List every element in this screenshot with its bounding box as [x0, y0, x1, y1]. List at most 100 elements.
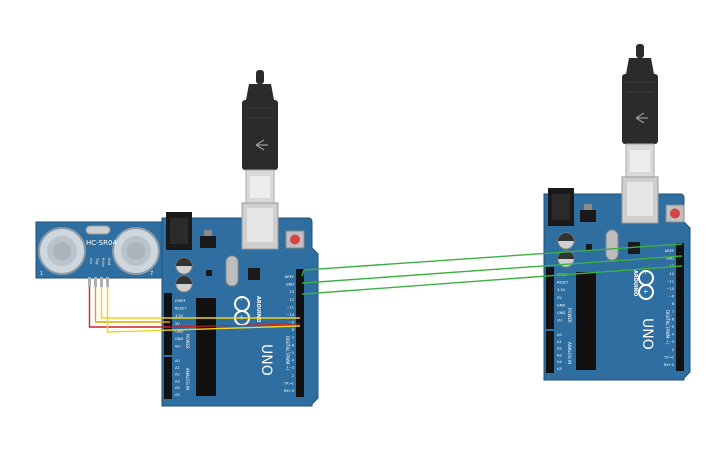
digital-pin-label: RX←0 — [284, 389, 295, 393]
wire-yellow-gnd[interactable] — [106, 287, 301, 333]
chip-icon — [196, 298, 216, 396]
sensor-pin-gnd[interactable] — [106, 277, 109, 287]
wire-green-2[interactable] — [302, 255, 683, 284]
sensor-pin-trig[interactable] — [94, 277, 97, 287]
sensor-pin-label: Trig — [95, 257, 99, 264]
digital-pin-label: ~9 — [289, 321, 295, 325]
sensor-pin-label: Gnd — [107, 258, 111, 265]
digital-pin-label: 12 — [289, 298, 294, 302]
power-pin-label: RESET — [175, 307, 187, 311]
digital-pin-label: ~6 — [669, 317, 675, 321]
usb-cable-left[interactable] — [242, 70, 278, 205]
wire-green-1[interactable] — [301, 243, 683, 277]
usb-cable-icon — [635, 112, 648, 124]
sensor-pin-vcc[interactable] — [88, 277, 91, 287]
sensor-pin-echo[interactable] — [100, 277, 103, 287]
arduino-uno-left[interactable]: - + ARDUINO UNO DIGITAL (PWM ~) POWER AN… — [161, 202, 319, 407]
analog-pin-label: A4 — [557, 360, 562, 364]
digital-pin-label: 2 — [672, 348, 674, 352]
digital-section-left: DIGITAL (PWM ~) — [285, 336, 290, 371]
power-pin-label: Vin — [175, 345, 181, 349]
power-pin-label: GND — [557, 311, 565, 315]
usb-cable-icon — [255, 139, 268, 151]
digital-header-right[interactable] — [676, 243, 684, 371]
board-model-left: UNO — [258, 344, 274, 376]
board-brand-left: ARDUINO — [255, 296, 261, 322]
arduino-uno-right[interactable]: - + ARDUINO UNO DIGITAL (PWM ~) POWER AN… — [543, 176, 691, 381]
power-pin-label: GND — [175, 337, 183, 341]
analog-pin-label: A3 — [175, 379, 180, 383]
power-header-right[interactable] — [546, 267, 554, 329]
power-pin-label: 5V — [557, 296, 562, 300]
power-pin-label: GND — [557, 303, 565, 307]
digital-pin-label: AREF — [285, 275, 294, 279]
capacitor-icon — [557, 232, 575, 268]
digital-section-right: DIGITAL (PWM ~) — [665, 310, 670, 345]
digital-pin-label: 13 — [289, 290, 294, 294]
digital-pin-label: 4 — [292, 359, 295, 363]
analog-pin-label: A4 — [175, 386, 180, 390]
arduino-logo-icon: - + — [638, 270, 654, 300]
analog-pin-label: A1 — [175, 366, 180, 370]
analog-section-left: ANALOG IN — [185, 368, 190, 390]
digital-pin-label: ~11 — [666, 279, 674, 283]
digital-pin-label: GND — [286, 283, 294, 287]
digital-pin-label: ~10 — [666, 287, 674, 291]
analog-pin-label: A0 — [175, 359, 180, 363]
power-header-left[interactable] — [164, 293, 172, 355]
power-pin-label: RESET — [557, 281, 569, 285]
board-brand-right: ARDUINO — [632, 270, 638, 296]
analog-pin-label: A1 — [557, 340, 562, 344]
chip-icon — [576, 272, 596, 370]
digital-header-left[interactable] — [296, 269, 304, 397]
analog-pin-label: A2 — [557, 347, 562, 351]
digital-pin-label: 2 — [292, 374, 294, 378]
power-pin-label: 3.3V — [557, 288, 566, 292]
digital-pin-label: ~9 — [669, 295, 675, 299]
usb-cable-right[interactable] — [622, 44, 658, 179]
analog-pin-label: A2 — [175, 373, 180, 377]
analog-pin-label: A0 — [557, 333, 562, 337]
digital-pin-label: 7 — [292, 336, 294, 340]
reset-button-icon[interactable] — [285, 230, 305, 249]
power-section-left: POWER — [185, 334, 190, 349]
sensor-model-label: HC-SR04 — [86, 239, 117, 247]
transducer-left — [38, 227, 86, 275]
digital-pin-label: 12 — [669, 272, 674, 276]
digital-pin-label: AREF — [665, 249, 674, 253]
sensor-corner-right: 7 — [150, 271, 153, 277]
analog-header-left[interactable] — [164, 357, 172, 399]
sensor-pin-label: Echo — [101, 258, 105, 267]
reset-button-icon[interactable] — [665, 204, 685, 223]
capacitor-icon — [175, 257, 193, 293]
wire-green-3[interactable] — [302, 265, 683, 295]
power-pin-label: Vin — [557, 319, 563, 323]
analog-pin-label: A5 — [175, 393, 180, 397]
wires[interactable] — [88, 243, 683, 333]
digital-pin-label: ~6 — [289, 343, 295, 347]
digital-pin-label: RX←0 — [664, 363, 675, 367]
wire-orange-trig[interactable] — [94, 287, 171, 323]
digital-pin-label: ~3 — [289, 366, 294, 370]
digital-pin-label: ~10 — [286, 313, 294, 317]
power-pin-label: 5V — [175, 322, 180, 326]
wire-red-echo-return[interactable] — [169, 323, 301, 328]
wire-yellow-echo[interactable] — [100, 287, 301, 319]
power-pin-label: IOREF — [175, 299, 186, 303]
analog-pin-label: A3 — [557, 353, 562, 357]
svg-text:+: + — [642, 289, 650, 295]
digital-pin-label: 8 — [672, 302, 675, 306]
board-model-right: UNO — [639, 318, 655, 350]
sensor-corner-left: 1 — [40, 271, 43, 277]
digital-pin-label: TX→1 — [283, 381, 294, 385]
power-section-right: POWER — [567, 308, 572, 323]
digital-pin-label: ~11 — [286, 305, 294, 309]
power-pin-label: 3.3V — [175, 314, 184, 318]
digital-pin-label: ~5 — [289, 351, 294, 355]
wire-red-vcc[interactable] — [88, 287, 171, 328]
digital-pin-label: ~3 — [669, 340, 674, 344]
digital-pin-label: 4 — [672, 333, 675, 337]
analog-header-right[interactable] — [546, 331, 554, 373]
